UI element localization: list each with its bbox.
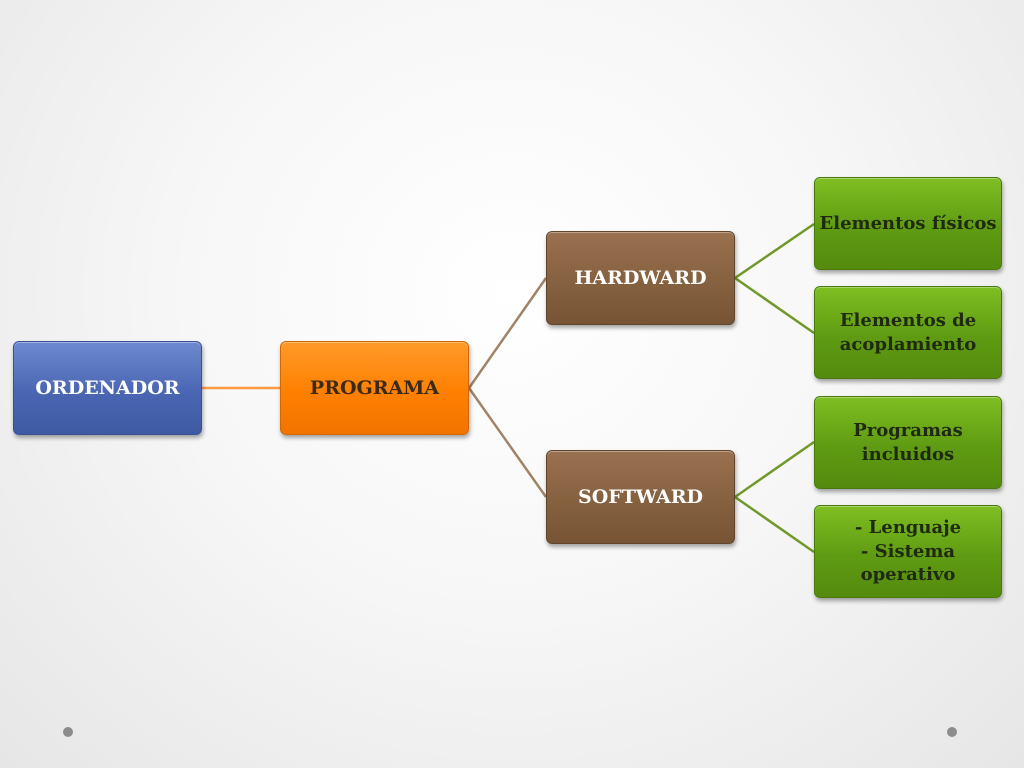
connector-hardward-acoplamiento [734, 276, 815, 335]
connector-programa-softward [467, 387, 548, 498]
node-hardward: HARDWARD [546, 231, 735, 325]
corner-dot-right [947, 727, 957, 737]
connector-programa-hardward [467, 277, 548, 389]
node-ordenador: ORDENADOR [13, 341, 202, 435]
node-programa: PROGRAMA [280, 341, 469, 435]
node-softward: SOFTWARD [546, 450, 735, 544]
corner-dot-left [63, 727, 73, 737]
connector-softward-incluidos [734, 440, 815, 499]
connector-hardward-fisicos [734, 222, 815, 280]
node-programas-incluidos: Programas incluidos [814, 396, 1002, 489]
node-lenguaje-sistema: - Lenguaje - Sistema operativo [814, 505, 1002, 598]
node-elementos-fisicos: Elementos físicos [814, 177, 1002, 270]
connector-softward-lenguaje [734, 495, 815, 554]
node-elementos-acoplamiento: Elementos de acoplamiento [814, 286, 1002, 379]
